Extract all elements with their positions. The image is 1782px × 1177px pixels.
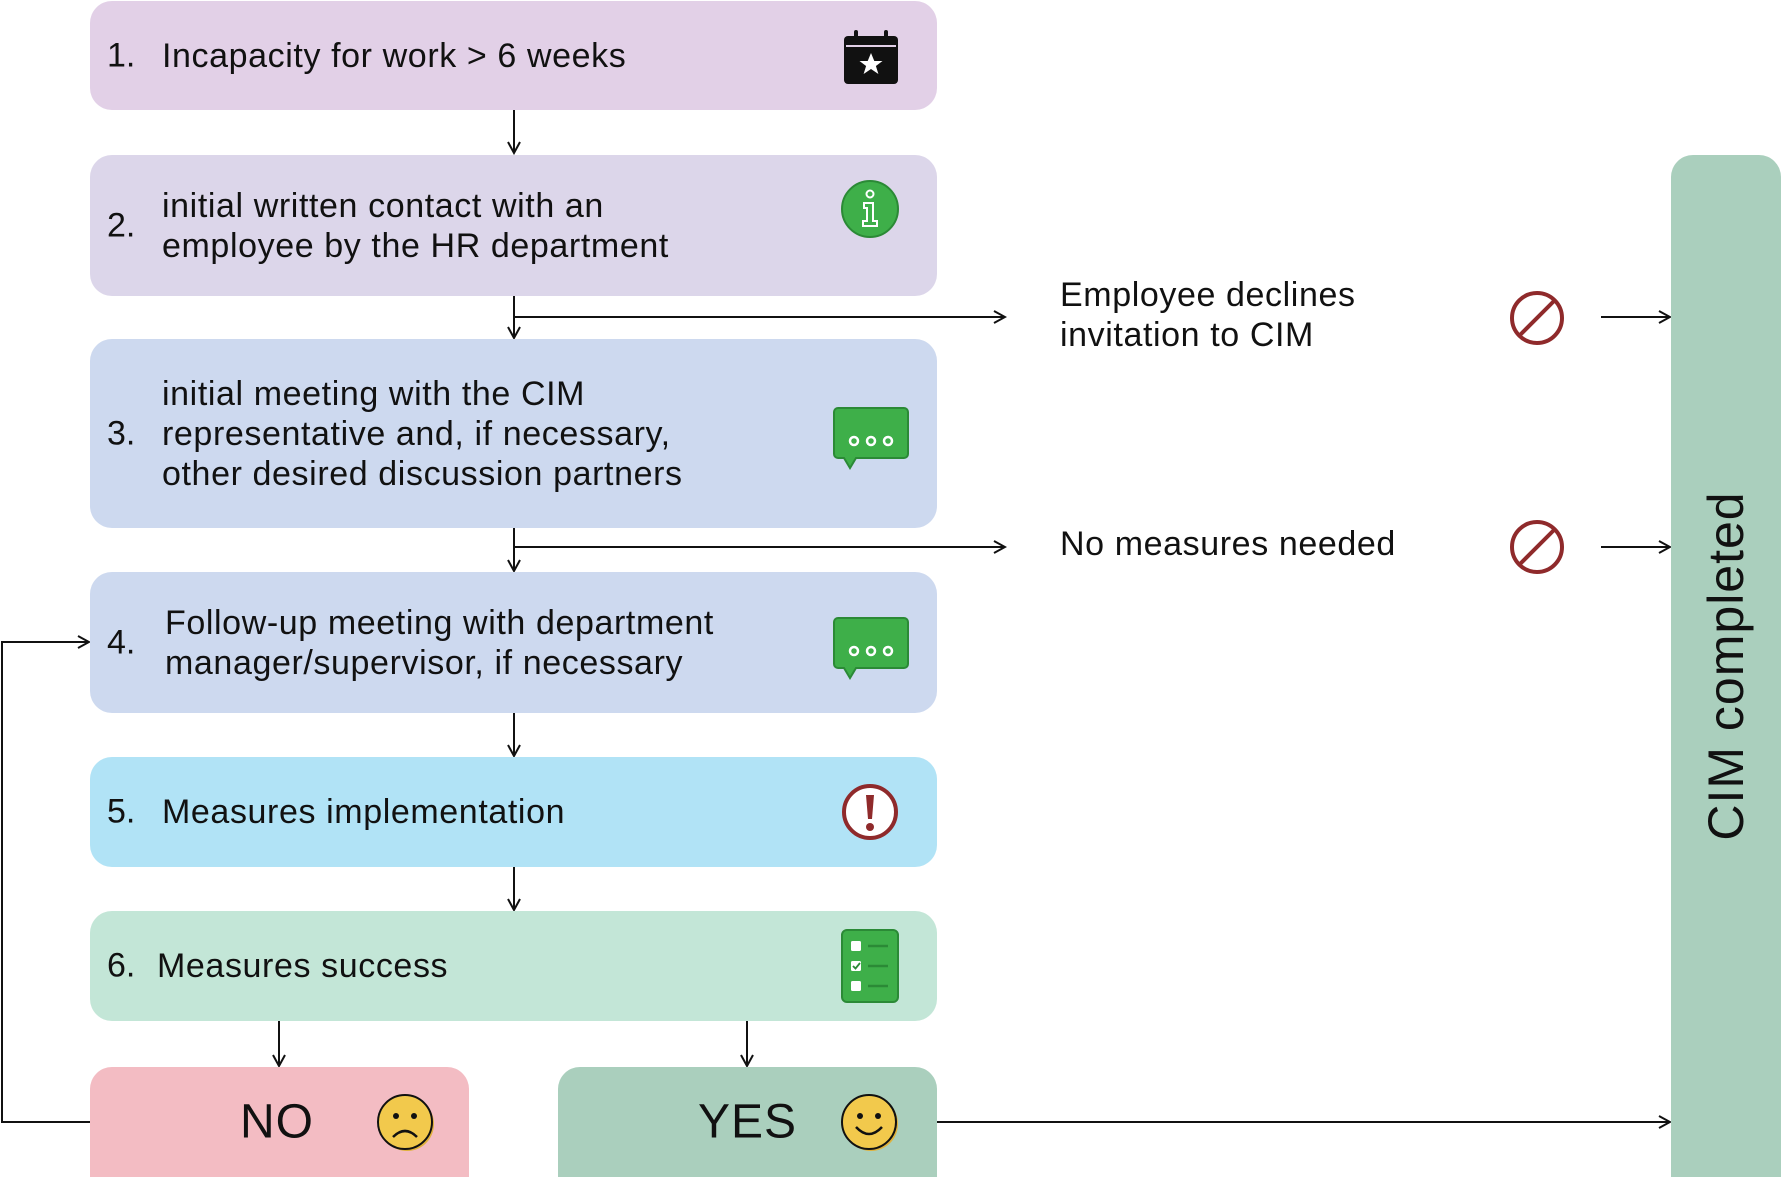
step-number: 3.: [107, 414, 136, 452]
sad-face-icon: [376, 1093, 436, 1158]
outcome-yes-label: YES: [698, 1095, 798, 1149]
step-2-box: 2. initial written contact with an emplo…: [90, 155, 937, 296]
outcome-no-label: NO: [240, 1095, 314, 1149]
cim-completed-bar: CIM completed: [1671, 155, 1781, 1177]
step-text: Follow-up meeting with department manage…: [165, 603, 714, 682]
chat-bubble-icon: [832, 406, 910, 475]
step-text: Incapacity for work > 6 weeks: [162, 36, 627, 75]
cim-completed-label: CIM completed: [1698, 491, 1754, 841]
checklist-icon: [840, 928, 900, 1009]
outcome-no-box: NO: [90, 1067, 469, 1177]
step-number: 1.: [107, 36, 136, 74]
step-number: 4.: [107, 623, 136, 661]
smiley-face-icon: [840, 1093, 900, 1158]
step-number: 6.: [107, 946, 136, 985]
step-4-box: 4. Follow-up meeting with department man…: [90, 572, 937, 713]
step-5-box: 5. Measures implementation: [90, 757, 937, 867]
outcome-yes-box: YES: [558, 1067, 937, 1177]
exclamation-icon: [841, 783, 899, 846]
step-text: Measures success: [157, 947, 449, 985]
chat-bubble-icon: [832, 616, 910, 685]
step-text: initial written contact with an employee…: [162, 186, 669, 265]
step-number: 5.: [107, 792, 136, 831]
step-text: Measures implementation: [162, 793, 566, 831]
info-icon: [840, 179, 900, 244]
step-number: 2.: [107, 206, 136, 244]
step-1-box: 1. Incapacity for work > 6 weeks: [90, 1, 937, 110]
step-text: initial meeting with the CIM representat…: [162, 374, 683, 493]
prohibited-icon: [1509, 290, 1565, 351]
step-3-box: 3. initial meeting with the CIM represen…: [90, 339, 937, 528]
exit-declines-label: Employee declines invitation to CIM: [1060, 276, 1356, 354]
calendar-star-icon: [842, 28, 900, 91]
exit-no-measures-label: No measures needed: [1060, 525, 1396, 563]
prohibited-icon: [1509, 519, 1565, 580]
arrow-no-loop: [1, 642, 90, 1123]
step-6-box: 6. Measures success: [90, 911, 937, 1021]
